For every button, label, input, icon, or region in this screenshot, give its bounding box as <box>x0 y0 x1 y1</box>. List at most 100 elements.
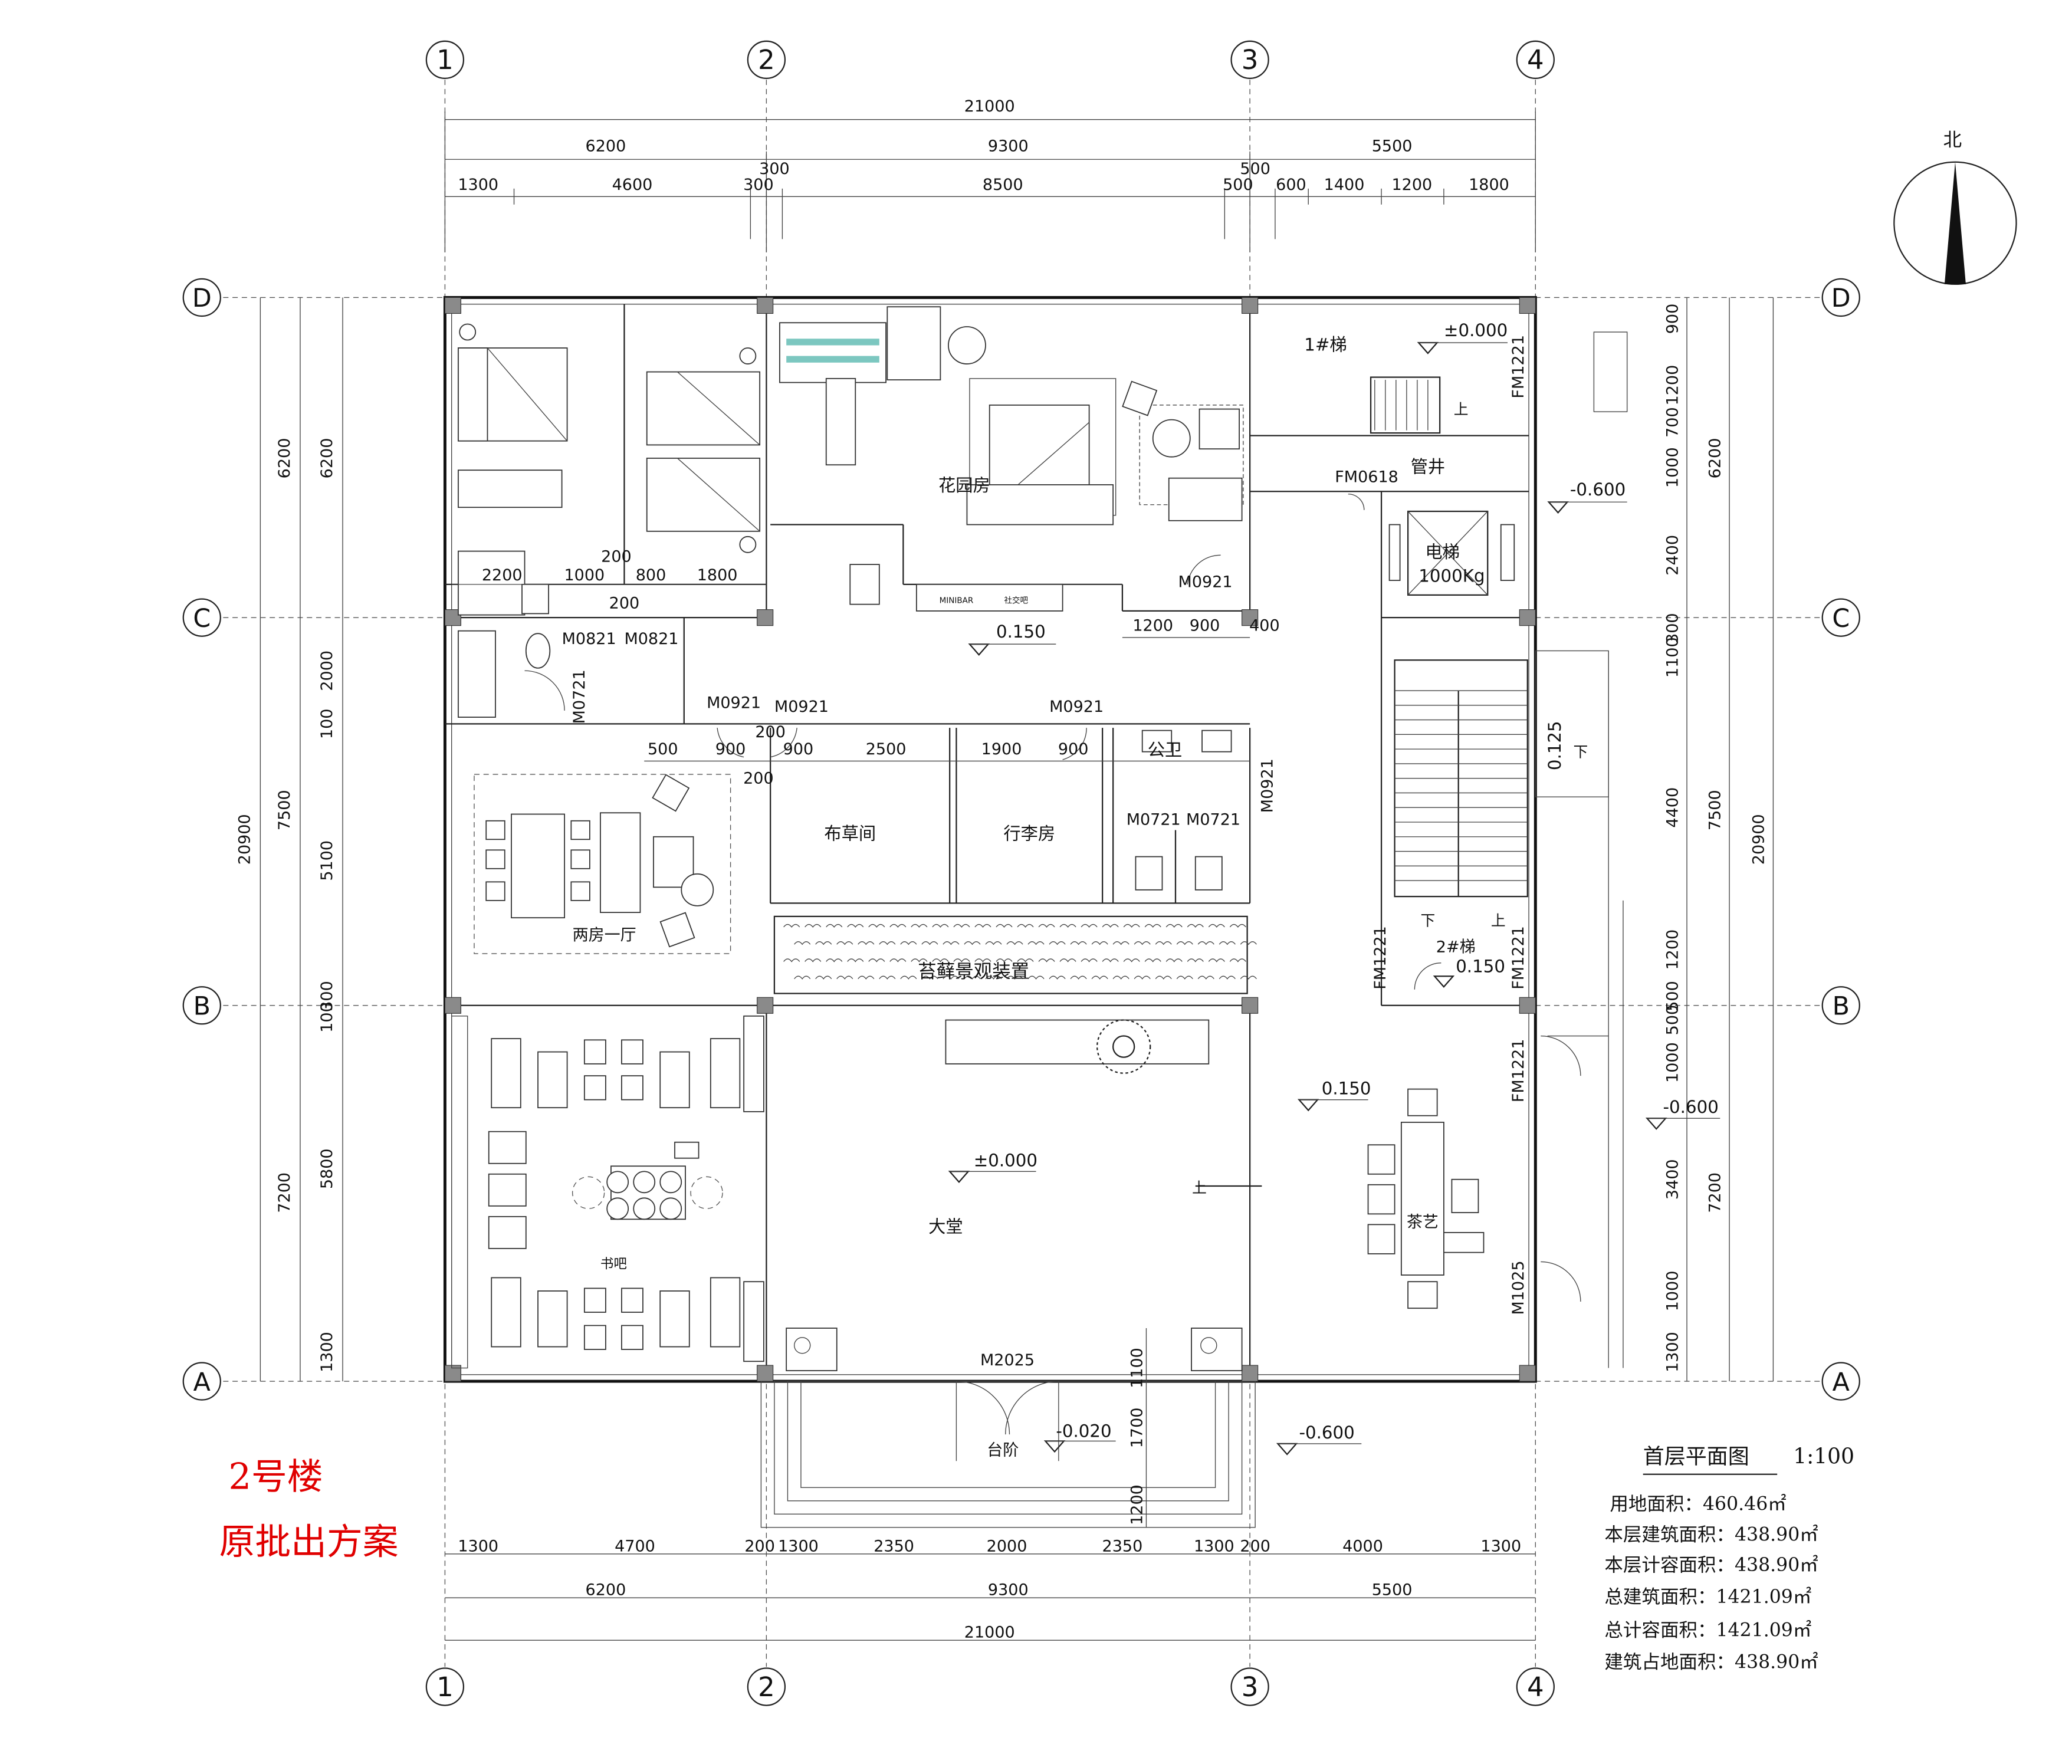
stair-1 <box>1370 376 1441 434</box>
moss-pattern-mark <box>1027 975 1045 980</box>
moss-pattern-mark <box>783 958 800 963</box>
garden-room-furniture: MINIBAR 社交吧 <box>779 306 1244 612</box>
elevator <box>1388 510 1515 596</box>
svg-text:4400: 4400 <box>1663 787 1682 828</box>
svg-text:1300: 1300 <box>1194 1537 1234 1555</box>
svg-text:1800: 1800 <box>1469 176 1509 194</box>
moss-pattern-mark <box>953 958 970 963</box>
moss-pattern-mark <box>783 924 800 928</box>
area-line: 用地面积：460.46㎡ <box>1610 1494 1786 1515</box>
svg-text:1800: 1800 <box>697 566 738 584</box>
moss-pattern-mark <box>1229 924 1246 928</box>
moss-pattern-mark <box>1059 924 1076 928</box>
svg-text:C: C <box>193 604 211 633</box>
axis-bubble-C-left: C <box>182 598 221 637</box>
moss-pattern-mark <box>826 958 843 963</box>
inner-dimensions: 2200 1000 200 800 1800 200 500 900 200 9… <box>451 548 1280 1528</box>
drawing-title-block: 首层平面图 1:100 用地面积：460.46㎡ 本层建筑面积：438.90㎡ … <box>1604 1445 1854 1673</box>
scheme-note: 原批出方案 <box>219 1522 399 1563</box>
moss-pattern-mark <box>1112 941 1129 945</box>
svg-text:3: 3 <box>1242 44 1259 75</box>
svg-text:2500: 2500 <box>866 740 907 758</box>
door-swings <box>524 494 1581 1435</box>
moss-pattern-mark <box>1081 958 1098 963</box>
moss-installation <box>773 915 1257 994</box>
dimensions-left: 20900 6200 7500 7200 6200 2000 100 5100 … <box>235 297 343 1382</box>
svg-text:下: 下 <box>1573 744 1588 761</box>
moss-pattern-mark <box>1208 958 1225 963</box>
moss-pattern-mark <box>1049 941 1066 945</box>
moss-pattern-mark <box>1091 941 1108 945</box>
moss-pattern-mark <box>879 975 896 980</box>
moss-pattern-mark <box>815 975 832 980</box>
moss-pattern-mark <box>985 941 1002 945</box>
svg-text:200: 200 <box>743 770 774 788</box>
svg-text:400: 400 <box>1249 617 1280 635</box>
steps-label: 台阶 <box>987 1441 1019 1460</box>
moss-pattern-mark <box>1208 924 1225 928</box>
elevator-label: 电梯 <box>1425 542 1460 562</box>
svg-text:8500: 8500 <box>983 176 1023 194</box>
moss-pattern-mark <box>964 941 981 945</box>
svg-text:200: 200 <box>744 1537 775 1555</box>
svg-text:2350: 2350 <box>874 1537 914 1555</box>
moss-pattern-mark <box>1187 958 1204 963</box>
svg-text:1200: 1200 <box>1663 365 1682 406</box>
axis-grid: 1 2 3 4 1 2 3 4 D C B A D C B A <box>182 40 1860 1706</box>
moss-pattern-mark <box>1134 975 1151 980</box>
moss-pattern-mark <box>921 941 938 945</box>
svg-text:300: 300 <box>318 981 336 1011</box>
svg-text:C: C <box>1832 604 1850 633</box>
stair-2-label: 2#梯 <box>1436 938 1476 957</box>
svg-text:100: 100 <box>318 1002 336 1033</box>
moss-pattern-mark <box>1155 975 1172 980</box>
svg-text:0.150: 0.150 <box>1322 1079 1371 1099</box>
svg-text:M0921: M0921 <box>707 694 761 712</box>
svg-text:3: 3 <box>1242 1671 1259 1703</box>
drawing-title: 首层平面图 <box>1643 1445 1749 1469</box>
moss-pattern-mark <box>911 958 928 963</box>
moss-pattern-mark <box>1038 958 1055 963</box>
moss-pattern-mark <box>1017 958 1034 963</box>
svg-text:1000: 1000 <box>1663 1042 1682 1083</box>
svg-text:1: 1 <box>436 1671 454 1703</box>
svg-text:3400: 3400 <box>1663 1159 1682 1200</box>
tea-area-furniture <box>1367 1088 1485 1309</box>
moss-pattern-mark <box>1197 975 1214 980</box>
moss-pattern-mark <box>1144 924 1161 928</box>
north-arrow: 北 <box>1893 130 2017 285</box>
moss-pattern-mark <box>868 924 885 928</box>
svg-text:5500: 5500 <box>1372 137 1413 156</box>
svg-text:M0821: M0821 <box>624 630 678 648</box>
moss-pattern-mark <box>847 958 864 963</box>
svg-text:MINIBAR: MINIBAR <box>940 596 974 605</box>
moss-pattern-mark <box>1165 958 1183 963</box>
axis-bubble-1-bottom: 1 <box>425 1667 465 1706</box>
moss-pattern-mark <box>868 958 885 963</box>
area-line: 总计容面积：1421.09㎡ <box>1604 1620 1811 1641</box>
svg-text:20900: 20900 <box>1750 814 1768 865</box>
svg-text:FM1221: FM1221 <box>1509 926 1528 990</box>
svg-text:500: 500 <box>1223 176 1253 194</box>
moss-pattern-mark <box>794 975 811 980</box>
building-walls <box>443 295 1537 1383</box>
axis-bubble-1-top: 1 <box>425 40 465 79</box>
svg-text:20900: 20900 <box>235 814 254 865</box>
axis-bubble-B-left: B <box>182 986 221 1025</box>
svg-text:200: 200 <box>1240 1537 1270 1555</box>
side-ramp <box>1535 331 1628 1368</box>
svg-text:200: 200 <box>601 548 632 566</box>
svg-text:2000: 2000 <box>987 1537 1027 1555</box>
elevator-capacity: 1000Kg <box>1418 566 1485 586</box>
moss-pattern-mark <box>1144 958 1161 963</box>
level-mark: -0.600 <box>1276 1423 1362 1456</box>
moss-pattern-mark <box>1197 941 1214 945</box>
svg-text:1400: 1400 <box>1324 176 1365 194</box>
svg-text:4700: 4700 <box>615 1537 655 1555</box>
axis-bubble-2-bottom: 2 <box>747 1667 786 1706</box>
svg-text:1000: 1000 <box>1663 1271 1682 1312</box>
svg-text:M0921: M0921 <box>774 698 829 716</box>
moss-pattern-mark <box>911 924 928 928</box>
svg-text:-0.020: -0.020 <box>1056 1421 1111 1441</box>
moss-pattern-mark <box>1123 958 1140 963</box>
